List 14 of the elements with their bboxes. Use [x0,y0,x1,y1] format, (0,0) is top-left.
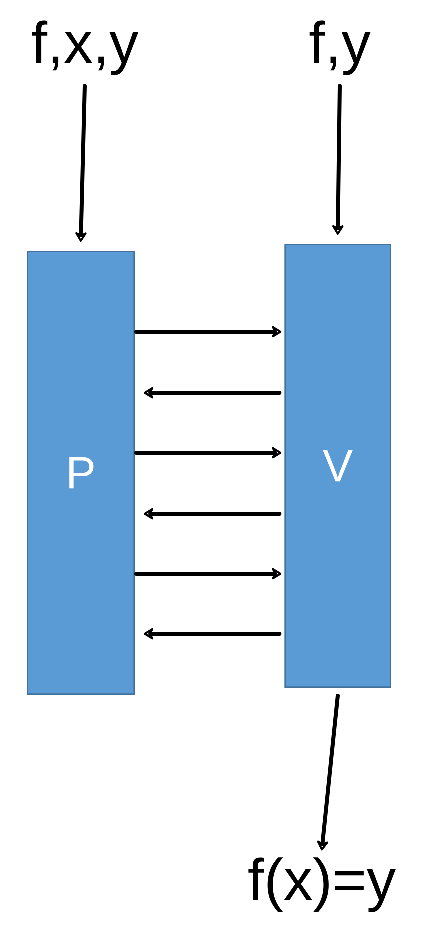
node-label: f,y [310,20,371,76]
arrow [317,694,340,851]
process-box: V [284,244,392,688]
arrow [134,326,282,338]
arrow [332,84,344,235]
arrow [144,387,282,399]
process-box: P [27,251,135,696]
arrow [134,568,282,580]
arrow [144,508,282,520]
arrow [76,84,87,242]
node-label: f(x)=y [248,858,396,912]
arrow [144,628,282,640]
arrow [134,447,282,459]
node-label: f,x,y [32,20,139,76]
